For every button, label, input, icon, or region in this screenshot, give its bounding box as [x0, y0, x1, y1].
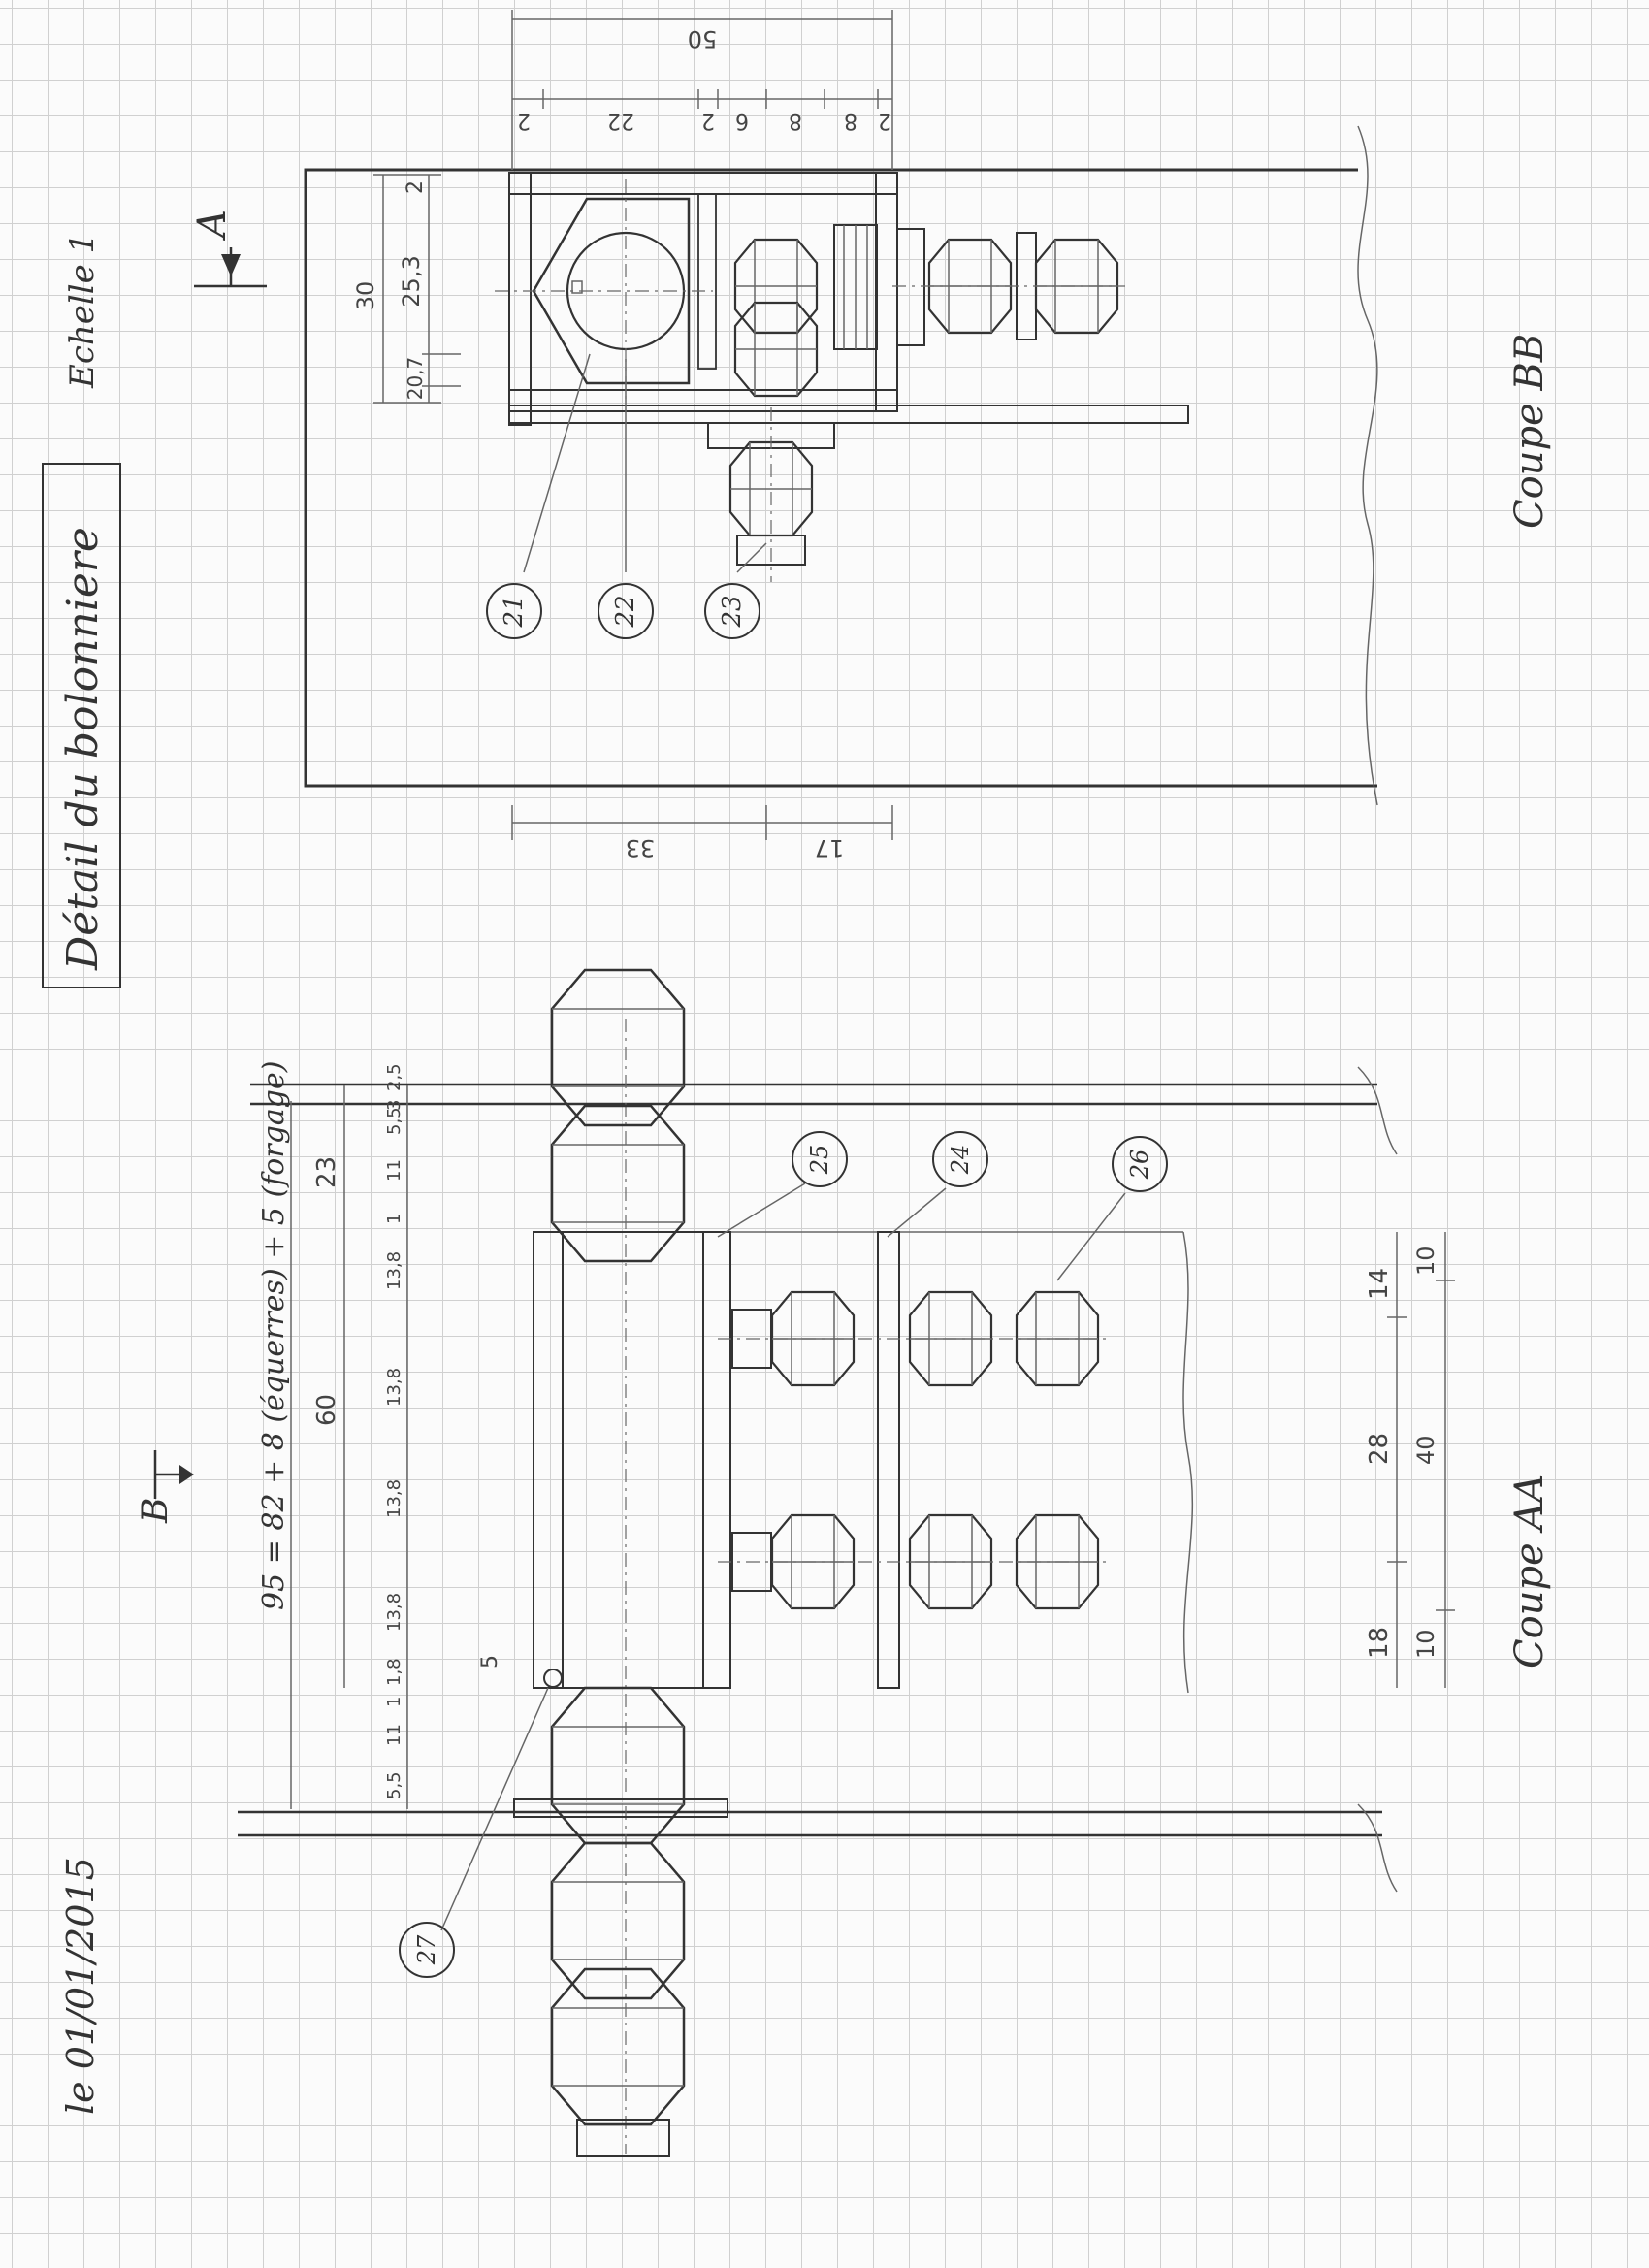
callout-25: 25: [717, 1131, 848, 1238]
dim-bottom-33: 33: [626, 834, 656, 861]
dims-left-bb: 30 25,3 2 20,7: [352, 174, 461, 404]
section-arrow-a-label: A: [190, 210, 235, 242]
hex-nut-21: [532, 197, 691, 385]
main-nut-top: [550, 1104, 686, 1263]
dim-bottom-17: 17: [815, 834, 845, 861]
dim-row-11: 3: [384, 1100, 404, 1111]
drawing-date: le 01/01/2015: [59, 1857, 102, 2115]
dim-top-50: 50: [688, 25, 718, 52]
dims-row-aa: 5,5 11 1 1,8 13,8 13,8 13,8 13,8 1 11 5,…: [384, 1063, 404, 1799]
dim-row-0: 5,5: [384, 1771, 404, 1799]
callout-27-label: 27: [413, 1934, 440, 1965]
dim-top-2c: 2: [878, 109, 891, 133]
dim-bottom-18: 18: [1365, 1627, 1394, 1659]
channel-left-wall: [508, 172, 532, 426]
dim-row-9: 11: [384, 1159, 404, 1182]
dim-23: 23: [312, 1156, 341, 1188]
outer-washer: [896, 228, 925, 346]
callout-21-label: 21: [500, 595, 529, 628]
dims-top-bb: 50 2 22 2 6 8 8 2: [511, 10, 893, 170]
dim-row-2: 1: [384, 1697, 404, 1707]
main-bolt-end: [576, 2119, 670, 2157]
callout-23-label: 23: [718, 595, 747, 628]
tube-wall-top: [533, 1231, 564, 1689]
bracket-24: [877, 1231, 900, 1689]
dim-bottom-40: 40: [1412, 1435, 1439, 1465]
break-line-bb: [1357, 125, 1378, 806]
main-washer: [513, 1798, 728, 1818]
main-nut-bottom: [550, 1686, 686, 1845]
scale-note: Echelle 1: [63, 233, 102, 389]
section-bb-label: Coupe BB: [1507, 334, 1552, 529]
section-arrow-a-head: [221, 254, 241, 276]
pin-27: [543, 1669, 563, 1688]
dim-bottom-14: 14: [1365, 1268, 1394, 1300]
dim-row-10: 5,5: [384, 1107, 404, 1135]
section-aa-label: Coupe AA: [1507, 1474, 1552, 1669]
callout-24: 24: [887, 1131, 988, 1238]
bolt-26b-end: [731, 1532, 772, 1592]
dim-5: 5: [478, 1655, 502, 1669]
dims-bottom-bb: 33 17: [511, 805, 893, 861]
callout-26-label: 26: [1126, 1150, 1153, 1181]
bolt-marker: [571, 280, 583, 294]
callout-26: 26: [1056, 1136, 1168, 1281]
callout-22-label: 22: [611, 595, 640, 628]
dim-left-20-7: 20,7: [404, 357, 427, 401]
dim-row-5: 13,8: [384, 1479, 404, 1518]
section-aa: B 95 = 82 + 8 (équerres) + 5 (forgage) 6…: [136, 968, 1552, 2157]
dim-row-1: 11: [384, 1724, 404, 1746]
main-nut-lower-b: [550, 1967, 686, 2126]
dim-bottom-10b: 10: [1412, 1246, 1439, 1276]
outer-bolt-head: [1034, 238, 1119, 335]
dim-top-8b: 8: [844, 109, 857, 133]
dim-formula-95: 95 = 82 + 8 (équerres) + 5 (forgage): [257, 1061, 291, 1610]
dim-row-6: 13,8: [384, 1368, 404, 1407]
inner-nut-lower: [733, 301, 819, 398]
tube-wall-bottom: [702, 1231, 731, 1689]
section-arrow-b-label: B: [136, 1498, 176, 1524]
callout-21: 21: [486, 353, 591, 639]
dim-row-7: 13,8: [384, 1251, 404, 1290]
callout-24-label: 24: [947, 1145, 974, 1176]
dim-bottom-10a: 10: [1412, 1629, 1439, 1659]
dim-bottom-28: 28: [1365, 1433, 1394, 1465]
section-arrow-b-head: [179, 1465, 194, 1484]
dim-60: 60: [312, 1394, 341, 1426]
callout-25-label: 25: [806, 1145, 833, 1176]
dim-row-12: 2,5: [384, 1063, 404, 1091]
dim-row-8: 1: [384, 1214, 404, 1224]
plate-outline: [304, 168, 1377, 788]
callout-22: 22: [598, 359, 654, 639]
dim-top-22: 22: [607, 109, 634, 133]
channel-web: [875, 172, 898, 412]
inner-nut-upper: [733, 238, 819, 335]
bolt-shank-25: [562, 1231, 704, 1689]
dim-left-2: 2: [404, 180, 428, 194]
dim-left-25-3: 25,3: [398, 255, 425, 307]
callout-27: 27: [399, 1687, 549, 1978]
main-nut-lower-a: [550, 1841, 686, 2000]
main-bolt-head-top: [550, 968, 686, 1127]
section-bb: A 21: [190, 10, 1552, 861]
dim-top-6: 6: [735, 109, 749, 133]
dim-top-2b: 2: [701, 109, 715, 133]
callout-23: 23: [704, 542, 767, 639]
dim-left-30: 30: [352, 281, 379, 311]
dim-top-2a: 2: [517, 109, 531, 133]
channel-bottom-flange: [508, 389, 898, 412]
dim-row-3: 1,8: [384, 1658, 404, 1686]
bolt-26a-end: [731, 1309, 772, 1369]
channel-top-flange: [508, 172, 898, 195]
drawing-title: Détail du bolonniere: [58, 527, 108, 971]
lower-bolt-end: [736, 535, 806, 566]
spacer-plate: [697, 193, 717, 370]
title-frame: [42, 463, 121, 988]
title-block: Détail du bolonniere Echelle 1 le 01/01/…: [42, 233, 121, 2115]
dim-top-8a: 8: [789, 109, 802, 133]
base-plate: [508, 405, 1189, 424]
dim-row-4: 13,8: [384, 1593, 404, 1632]
